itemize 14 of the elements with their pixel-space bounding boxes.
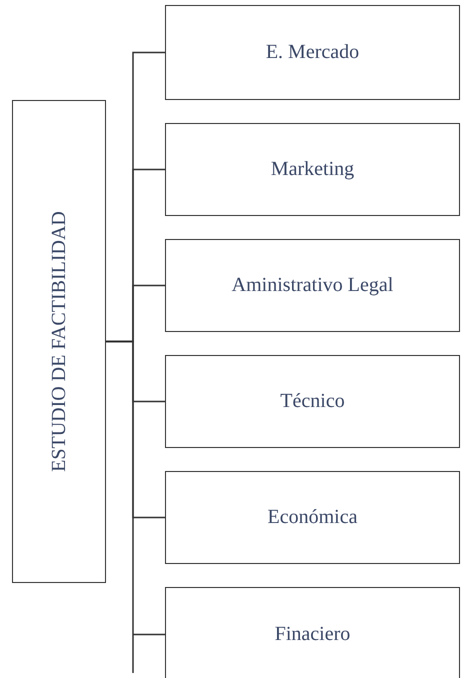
category-box: [165, 5, 460, 100]
category-box: [165, 355, 460, 448]
title-box: [12, 100, 106, 583]
category-label: Aministrativo Legal: [232, 274, 394, 297]
category-label: E. Mercado: [266, 41, 360, 64]
category-box: [165, 471, 460, 564]
category-box: [165, 123, 460, 216]
category-label: Económica: [268, 506, 358, 529]
category-label: Técnico: [280, 390, 345, 413]
title-text: ESTUDIO DE FACTIBILIDAD: [48, 211, 70, 472]
category-label: Finaciero: [274, 623, 350, 646]
category-label: Marketing: [270, 158, 354, 181]
category-box: [165, 587, 460, 678]
category-box: [165, 239, 460, 332]
